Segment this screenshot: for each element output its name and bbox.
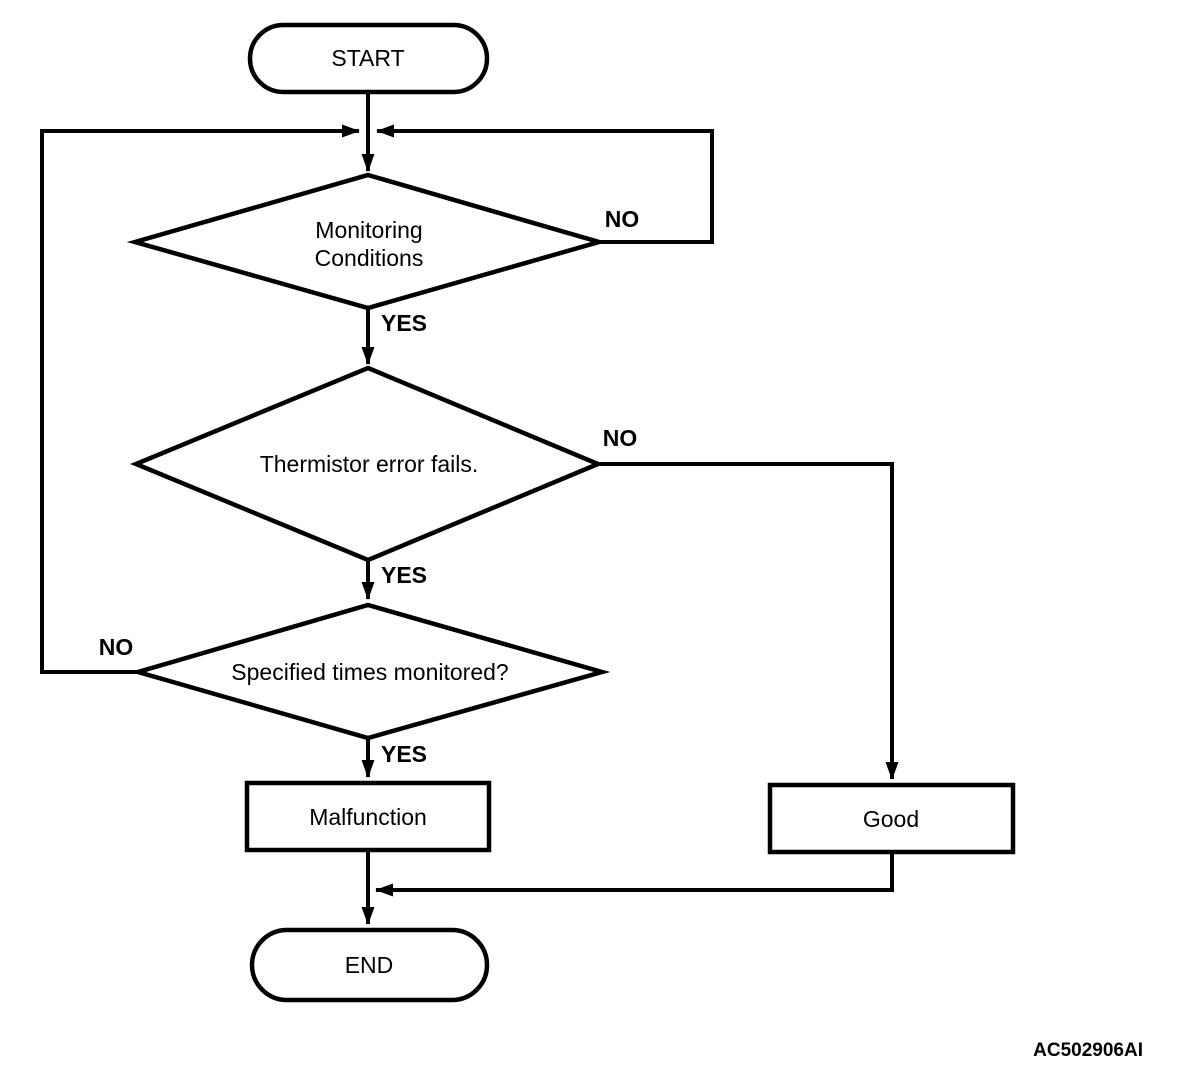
edge-label-monitoring-yes: YES [381,310,427,336]
edge-label-specified-no: NO [99,634,134,660]
end-terminator-shape [249,927,490,1003]
start-label: START [331,45,404,71]
monitoring-conditions-label-line2: Conditions [315,245,424,271]
thermistor-error-label: Thermistor error fails. [260,451,479,477]
start-terminator-shape [247,22,490,95]
good-label: Good [863,806,919,832]
specified-times-label: Specified times monitored? [231,659,508,685]
end-label: END [345,952,394,978]
node-monitoring-conditions: Monitoring Conditions [126,172,608,311]
monitoring-conditions-label-line1: Monitoring [315,217,422,243]
edge-labels: NO YES NO YES NO YES [99,206,640,767]
node-specified-times: Specified times monitored? [129,602,611,741]
malfunction-label: Malfunction [309,804,427,830]
edge-label-monitoring-no: NO [605,206,640,232]
edge-label-specified-yes: YES [381,741,427,767]
edge-label-thermistor-yes: YES [381,562,427,588]
node-malfunction: Malfunction [244,780,492,853]
good-box [767,782,1016,855]
node-good: Good [767,782,1016,855]
node-thermistor-error: Thermistor error fails. [130,365,604,563]
edge-label-thermistor-no: NO [603,425,638,451]
figure-id-label: AC502906AI [1033,1040,1143,1061]
edge-monitoring-no-loop [376,124,714,244]
node-end: END [249,927,490,1003]
malfunction-box [244,780,492,853]
node-start: START [247,22,490,95]
monitoring-conditions-diamond [126,172,608,311]
edge-thermistor-no-to-good [598,462,899,780]
edges [40,94,899,925]
thermistor-error-diamond [130,365,604,563]
specified-times-diamond [129,602,611,741]
edge-specified-no-loop [40,124,360,674]
edge-good-to-merge [375,853,894,897]
